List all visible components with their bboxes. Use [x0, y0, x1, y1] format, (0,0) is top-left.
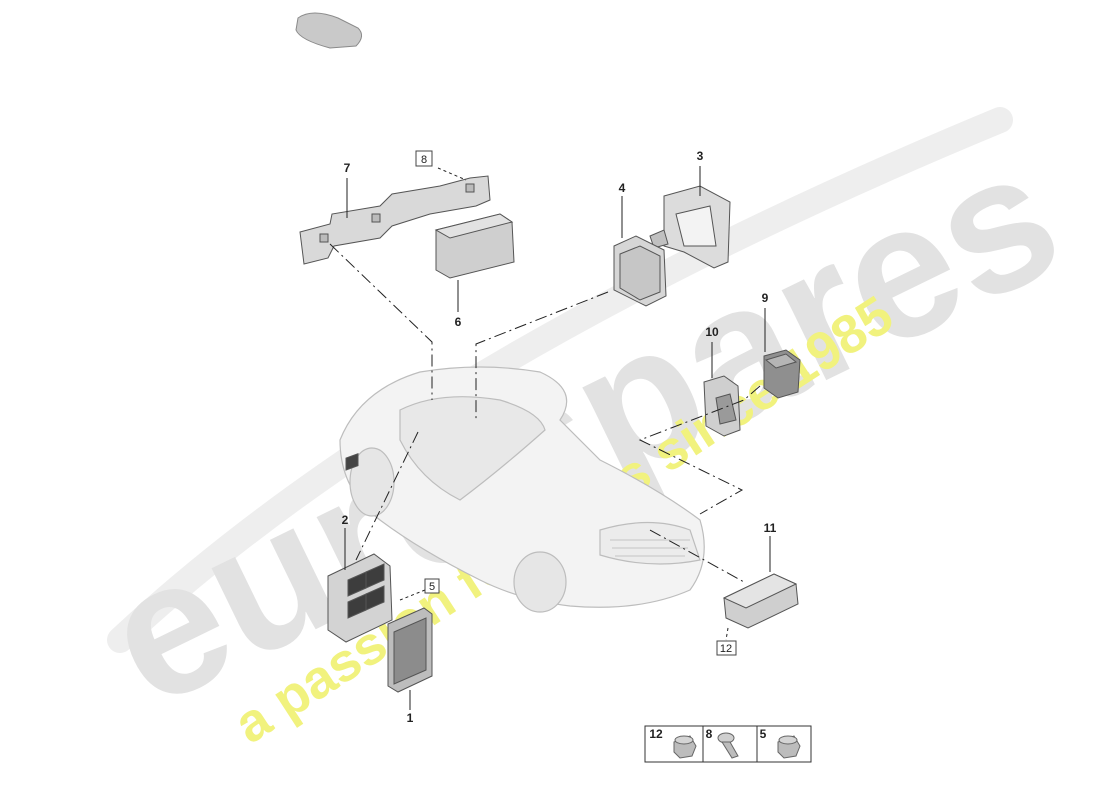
part-1-control-unit: [387, 607, 433, 693]
part-11-control-unit: [722, 573, 799, 629]
callout-box-5: [424, 578, 440, 594]
callout-9: 9: [762, 291, 769, 305]
part-4-module: [613, 235, 667, 307]
fastener-table: 12 8 5: [644, 725, 812, 763]
callout-11: 11: [764, 521, 777, 535]
callout-8: 8: [421, 154, 427, 166]
fastener-label-12: 12: [649, 727, 663, 741]
fastener-label-5: 5: [760, 727, 767, 741]
roof-module-cover: [295, 12, 362, 49]
car-silhouette: [339, 366, 705, 613]
callouts: 7 3 4 6 9 10 11 2 1 8 5 12: [342, 149, 777, 725]
leader-lines: [329, 166, 771, 710]
part-9-sensor: [763, 349, 801, 399]
callout-box-8: [415, 150, 433, 167]
callout-3: 3: [697, 149, 704, 163]
callout-box-12: [716, 640, 737, 656]
part-7-bracket: [299, 175, 491, 265]
watermark-brand: eurospares: [75, 107, 1089, 747]
callout-1: 1: [407, 711, 414, 725]
callout-12: 12: [720, 643, 732, 655]
callout-2: 2: [342, 513, 349, 527]
callout-10: 10: [705, 325, 719, 339]
fastener-label-8: 8: [706, 727, 713, 741]
callout-4: 4: [619, 181, 626, 195]
part-2-bracket: [327, 453, 393, 643]
screw-icon: [717, 732, 739, 759]
part-10-holder: [703, 375, 741, 437]
callout-7: 7: [344, 161, 351, 175]
part-3-frame-bracket: [649, 185, 731, 269]
sleeve-nut-icon: [673, 735, 697, 759]
watermark: eurospares a passion for parts since 198…: [75, 107, 1089, 755]
callout-5: 5: [429, 581, 435, 593]
callout-6: 6: [455, 315, 462, 329]
sleeve-nut-icon: [777, 735, 801, 759]
part-6-control-unit: [434, 213, 515, 279]
